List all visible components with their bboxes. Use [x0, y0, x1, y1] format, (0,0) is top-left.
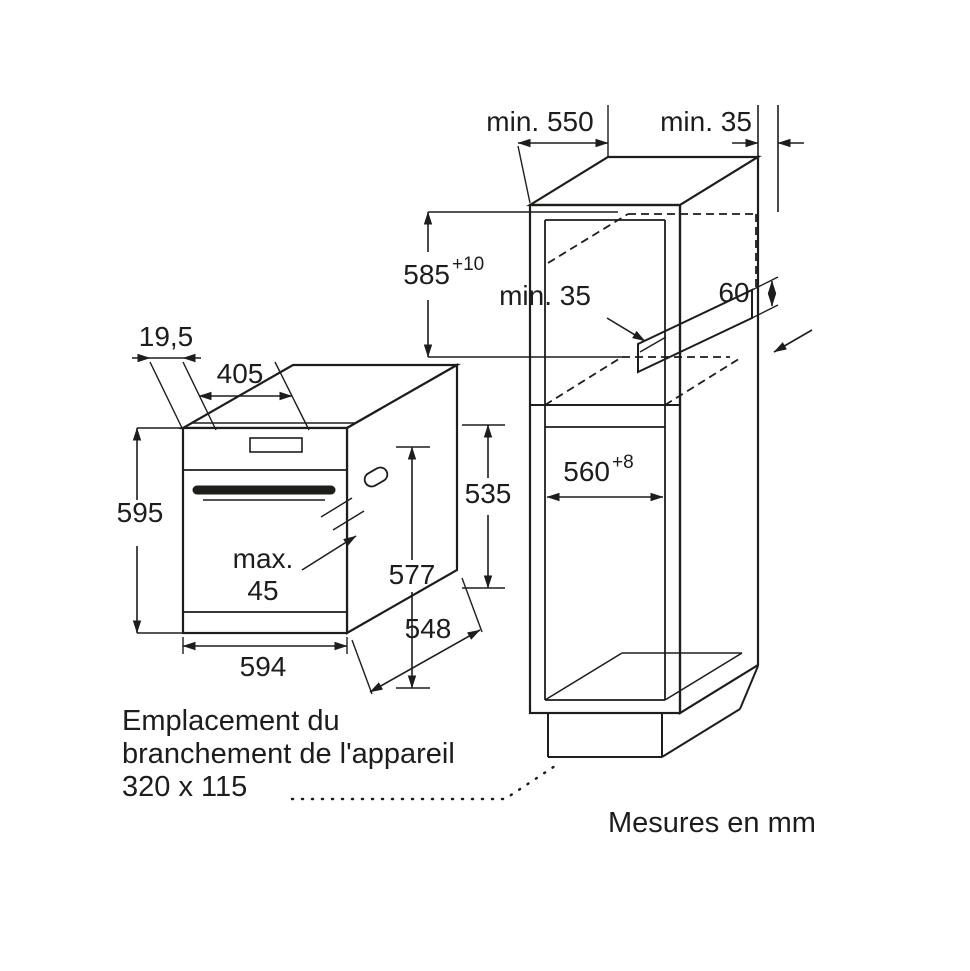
cabinet-drawing — [526, 105, 779, 758]
connection-note-line2: branchement de l'appareil — [122, 738, 455, 770]
dim-45-label: 45 — [247, 575, 278, 606]
dimension-oven-total-depth: 577 — [389, 446, 436, 689]
cabinet-hidden-edges — [544, 213, 757, 406]
connection-note: Emplacement du branchement de l'appareil… — [122, 705, 455, 803]
dimension-rear-gap-mid: min. 35 — [499, 280, 667, 353]
cabinet-right-face — [678, 155, 760, 715]
dim-405-label: 405 — [217, 358, 264, 389]
dim-594-label: 594 — [240, 651, 287, 682]
dim-585-label: 585 — [403, 259, 450, 290]
dim-560-label: 560 — [563, 456, 610, 487]
connection-note-line1: Emplacement du — [122, 705, 340, 737]
dim-595-label: 595 — [117, 497, 164, 528]
dim-max-label: max. — [233, 543, 294, 574]
dimension-rear-gap-top: min. 35 — [660, 106, 804, 148]
dimension-oven-depth: 548 — [351, 577, 483, 695]
dimension-niche-width: 560 +8 — [546, 452, 664, 502]
cabinet-front-frame — [528, 203, 682, 715]
dim-min35-top-label: min. 35 — [660, 106, 752, 137]
dim-577-label: 577 — [389, 559, 436, 590]
dim-585-tolerance: +10 — [452, 254, 484, 275]
dim-548-label: 548 — [405, 613, 452, 644]
oven-front-face — [181, 426, 349, 635]
units-note: Mesures en mm — [608, 807, 816, 839]
dimension-oven-top-depth: 405 — [198, 358, 310, 431]
dim-535-label: 535 — [465, 478, 512, 509]
dimension-oven-rear-height: 535 — [462, 424, 512, 589]
oven-drawing — [178, 363, 462, 635]
vent-pointer-arrow — [773, 329, 813, 353]
oven-side-grip — [363, 466, 389, 488]
connection-note-line3: 320 x 115 — [122, 771, 247, 803]
dimension-oven-width: 594 — [182, 637, 348, 682]
dim-min550-label: min. 550 — [486, 106, 593, 137]
oven-display — [249, 437, 303, 453]
dimension-oven-height: 595 — [117, 427, 183, 634]
dimension-niche-height: 585 +10 — [403, 211, 622, 358]
dimension-niche-min-depth: min. 550 — [486, 105, 609, 204]
dim-60-label: 60 — [718, 277, 749, 308]
dimension-vent-width: 60 — [718, 276, 779, 319]
dim-19-5-label: 19,5 — [139, 321, 194, 352]
dimension-oven-front-lip: 19,5 — [132, 321, 217, 431]
connection-leader-line — [290, 762, 560, 801]
dimension-oven-handle-protrusion: max. 45 — [233, 497, 365, 606]
cabinet-plinth — [547, 665, 759, 758]
dim-560-tolerance: +8 — [612, 452, 634, 473]
dim-min35-mid-label: min. 35 — [499, 280, 591, 311]
